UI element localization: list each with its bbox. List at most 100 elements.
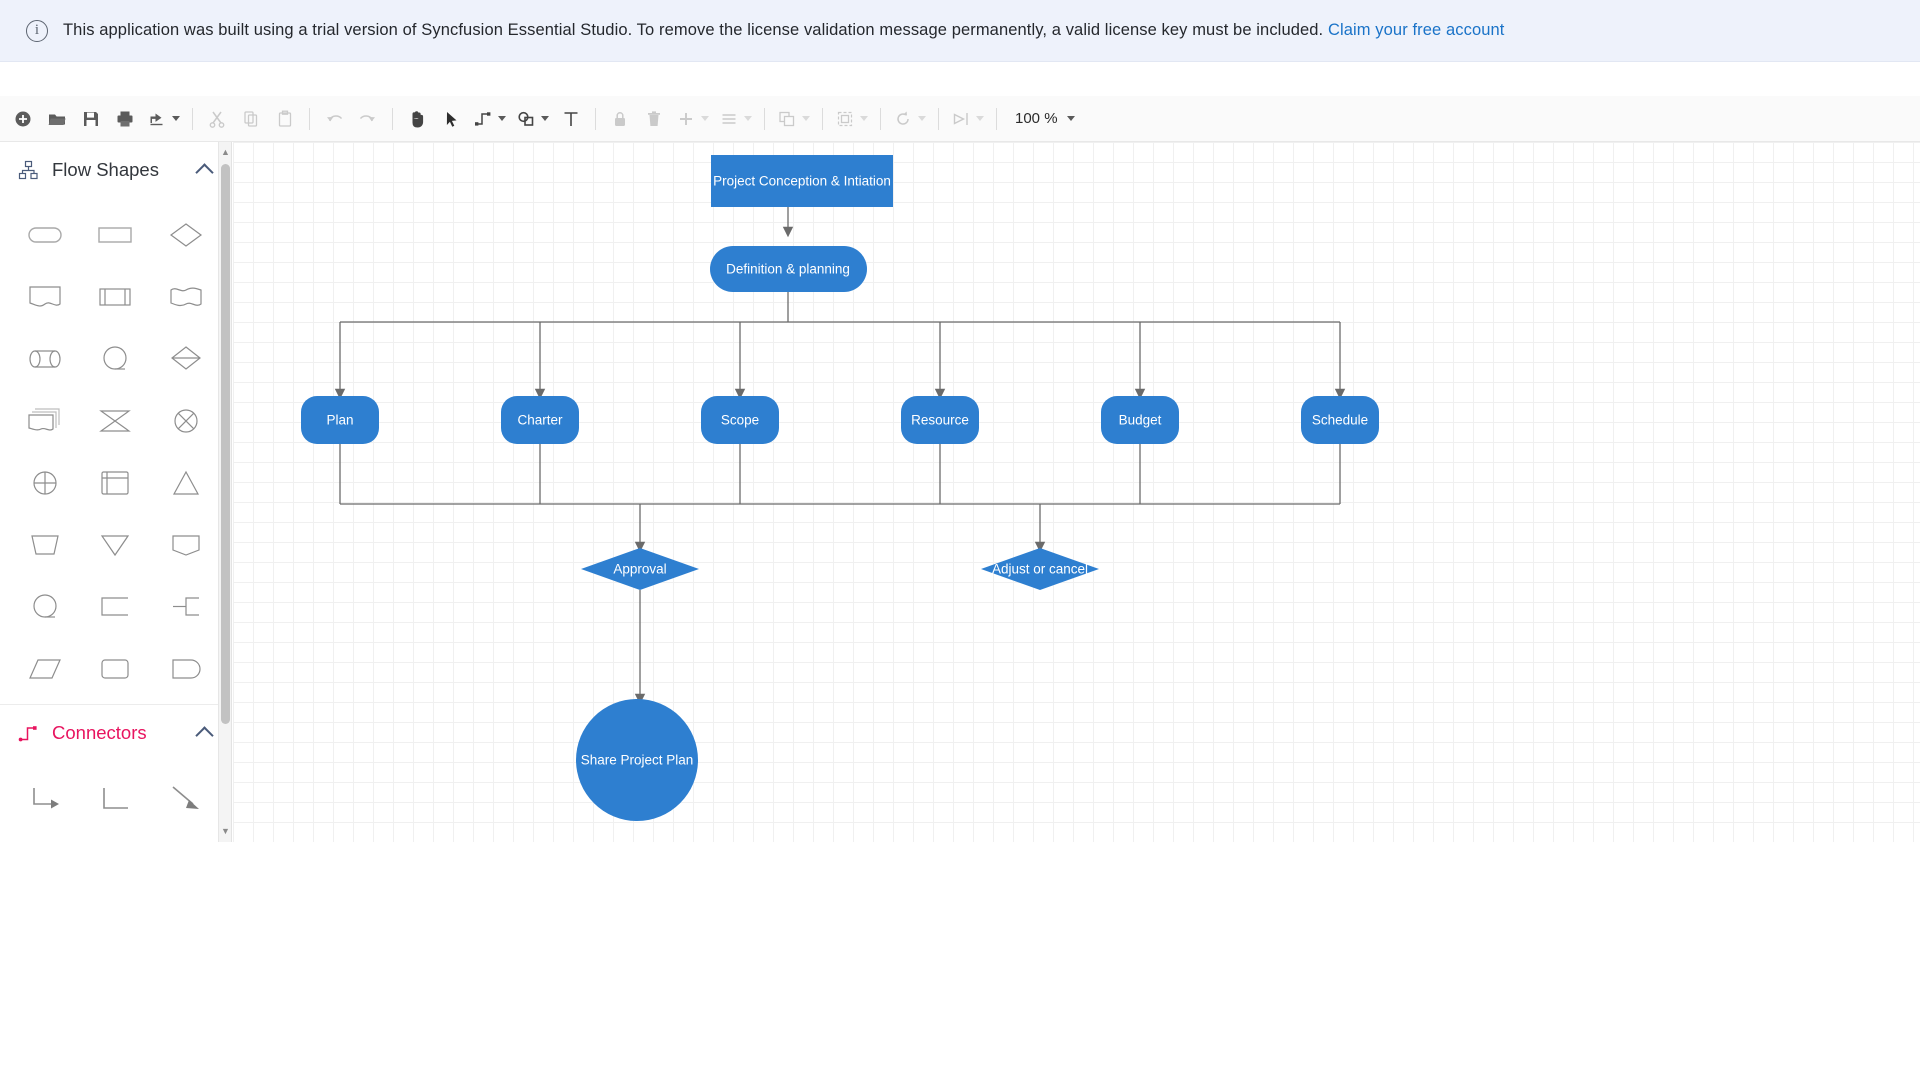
node-project-conception[interactable]: Project Conception & Intiation (711, 155, 893, 207)
stored-data-stack-shape[interactable] (10, 398, 80, 444)
sequential-access-shape[interactable] (151, 584, 221, 630)
connector-tool-button[interactable] (468, 102, 511, 136)
order-button[interactable] (772, 102, 815, 136)
chevron-down-icon (860, 116, 868, 121)
collate-shape[interactable] (80, 398, 150, 444)
group-button[interactable] (830, 102, 873, 136)
chevron-down-icon (802, 116, 810, 121)
pan-tool-button[interactable] (400, 102, 434, 136)
rotate-button[interactable] (888, 102, 931, 136)
chevron-down-icon (498, 116, 506, 121)
hierarchy-icon (18, 160, 39, 181)
chevron-down-icon (1066, 116, 1075, 121)
save-button[interactable] (74, 102, 108, 136)
orthogonal-plain-connector[interactable] (80, 775, 150, 821)
print-button[interactable] (108, 102, 142, 136)
rounded-rect-shape[interactable] (80, 646, 150, 692)
node-approval[interactable]: Approval (581, 548, 699, 590)
palette-section-title: Connectors (52, 722, 147, 743)
diagram-canvas[interactable]: Project Conception & Intiation Definitio… (233, 142, 1920, 842)
node-scope[interactable]: Scope (701, 396, 779, 444)
orthogonal-arrow-connector[interactable] (10, 775, 80, 821)
palette-section-flow-shapes: Flow Shapes (0, 142, 231, 705)
toolbar-separator (595, 107, 596, 130)
chevron-down-icon (701, 116, 709, 121)
node-share-project-plan[interactable]: Share Project Plan (576, 699, 698, 821)
nodes-layer: Project Conception & Intiation Definitio… (301, 155, 1379, 821)
delete-button[interactable] (637, 102, 671, 136)
internal-storage-shape[interactable] (80, 460, 150, 506)
palette-section-connectors: Connectors (0, 705, 231, 842)
claim-free-account-link[interactable]: Claim your free account (1327, 21, 1505, 39)
align-button[interactable] (714, 102, 757, 136)
select-tool-button[interactable] (434, 102, 468, 136)
merge-shape[interactable] (80, 522, 150, 568)
toolbar-separator (309, 107, 310, 130)
shape-tool-button[interactable] (511, 102, 554, 136)
toolbar-separator (822, 107, 823, 130)
lock-button[interactable] (603, 102, 637, 136)
open-button[interactable] (40, 102, 74, 136)
chevron-up-icon[interactable] (195, 726, 214, 745)
palette-section-title: Flow Shapes (52, 159, 159, 180)
data-parallelogram-shape[interactable] (10, 646, 80, 692)
chevron-up-icon[interactable] (195, 163, 214, 182)
delay-circle-shape[interactable] (80, 336, 150, 382)
node-resource[interactable]: Resource (901, 396, 979, 444)
predefined-process-shape[interactable] (80, 274, 150, 320)
add-button[interactable] (671, 102, 714, 136)
license-message-text: This application was built using a trial… (63, 21, 1504, 40)
direct-data-shape[interactable] (10, 336, 80, 382)
node-definition-planning[interactable]: Definition & planning (710, 246, 867, 292)
palette-scrollbar[interactable]: ▲ ▼ (218, 142, 231, 842)
license-banner: i This application was built using a tri… (0, 0, 1920, 62)
toolbar-separator (938, 107, 939, 130)
display-shape[interactable] (151, 646, 221, 692)
palette-scrollbar-thumb[interactable] (221, 164, 230, 724)
manual-input-bracket-shape[interactable] (80, 584, 150, 630)
terminator-shape[interactable] (10, 212, 80, 258)
zoom-level-value: 100 % (1015, 110, 1058, 127)
scroll-up-arrow-icon[interactable]: ▲ (221, 147, 230, 157)
straight-arrow-connector[interactable] (151, 775, 221, 821)
undo-button[interactable] (317, 102, 351, 136)
loop-limit-shape[interactable] (10, 584, 80, 630)
summing-junction-shape[interactable] (151, 336, 221, 382)
copy-button[interactable] (234, 102, 268, 136)
card-shape[interactable] (151, 522, 221, 568)
flow-shapes-grid (0, 198, 231, 704)
or-shape[interactable] (10, 460, 80, 506)
palette-header-flow-shapes[interactable]: Flow Shapes (0, 142, 231, 198)
paste-button[interactable] (268, 102, 302, 136)
document-shape[interactable] (10, 274, 80, 320)
node-schedule[interactable]: Schedule (1301, 396, 1379, 444)
decision-shape[interactable] (151, 212, 221, 258)
zoom-level-dropdown[interactable]: 100 % (1011, 110, 1079, 127)
diagram-svg: Project Conception & Intiation Definitio… (301, 155, 1379, 821)
redo-button[interactable] (351, 102, 385, 136)
palette-header-connectors[interactable]: Connectors (0, 705, 231, 761)
node-budget[interactable]: Budget (1101, 396, 1179, 444)
cut-button[interactable] (200, 102, 234, 136)
multi-document-shape[interactable] (151, 274, 221, 320)
toolbar-separator (392, 107, 393, 130)
toolbar-separator (996, 107, 997, 130)
new-document-button[interactable] (6, 102, 40, 136)
license-message: This application was built using a trial… (63, 21, 1324, 39)
sort-shape[interactable] (151, 398, 221, 444)
page-background (0, 842, 1920, 1080)
toolbar-separator (764, 107, 765, 130)
export-button[interactable] (142, 102, 185, 136)
main-toolbar: 100 % (0, 96, 1920, 142)
node-adjust-or-cancel[interactable]: Adjust or cancel (981, 548, 1099, 590)
text-tool-button[interactable] (554, 102, 588, 136)
process-shape[interactable] (80, 212, 150, 258)
extract-shape[interactable] (151, 460, 221, 506)
chevron-down-icon (541, 116, 549, 121)
manual-operation-shape[interactable] (10, 522, 80, 568)
scroll-down-arrow-icon[interactable]: ▼ (221, 826, 230, 836)
node-plan[interactable]: Plan (301, 396, 379, 444)
node-charter[interactable]: Charter (501, 396, 579, 444)
toolbar-separator (192, 107, 193, 130)
flip-button[interactable] (946, 102, 989, 136)
